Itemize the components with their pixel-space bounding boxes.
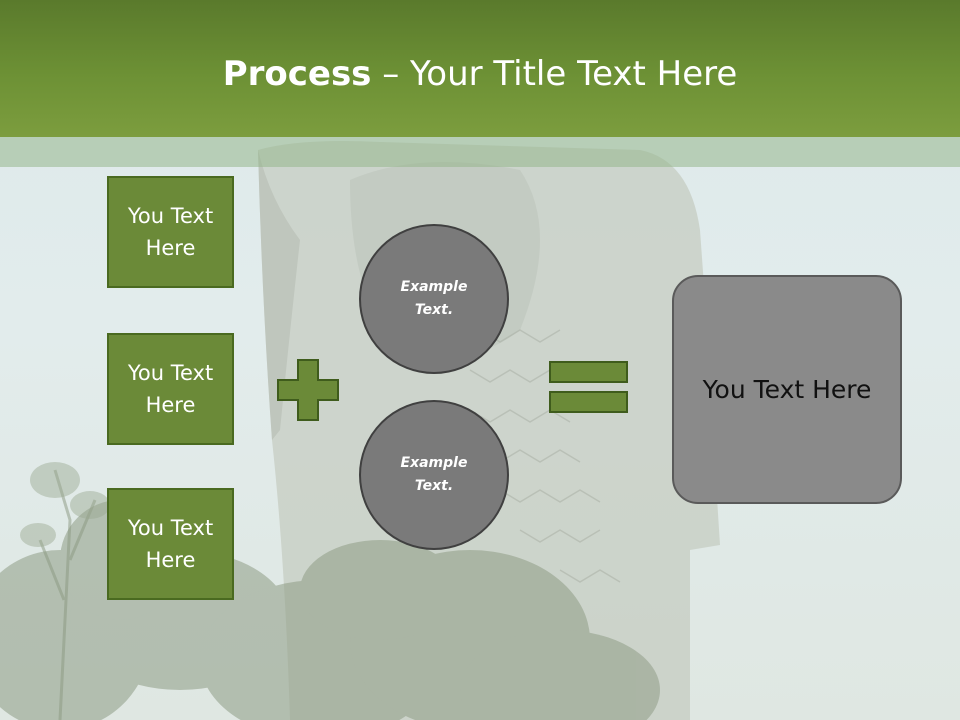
text-box-2[interactable]: You Text Here [107, 333, 234, 445]
example-circle-2-label: Example Text. [400, 455, 468, 494]
text-box-3[interactable]: You Text Here [107, 488, 234, 600]
slide-title: Process – Your Title Text Here [0, 50, 960, 98]
example-circle-1-label: Example Text. [400, 279, 468, 318]
equals-icon [549, 361, 628, 413]
title-rest: – Your Title Text Here [371, 54, 738, 94]
plus-icon [277, 359, 339, 421]
text-box-2-label: You Text Here [127, 361, 214, 417]
result-box-label: You Text Here [702, 375, 872, 404]
text-box-1-label: You Text Here [127, 204, 214, 260]
title-bold: Process [222, 54, 372, 94]
text-box-3-label: You Text Here [127, 516, 214, 572]
example-circle-1[interactable]: Example Text. [359, 224, 509, 374]
header-band [0, 137, 960, 167]
example-circle-2[interactable]: Example Text. [359, 400, 509, 550]
text-box-1[interactable]: You Text Here [107, 176, 234, 288]
result-box[interactable]: You Text Here [672, 275, 902, 504]
header-bar [0, 0, 960, 137]
